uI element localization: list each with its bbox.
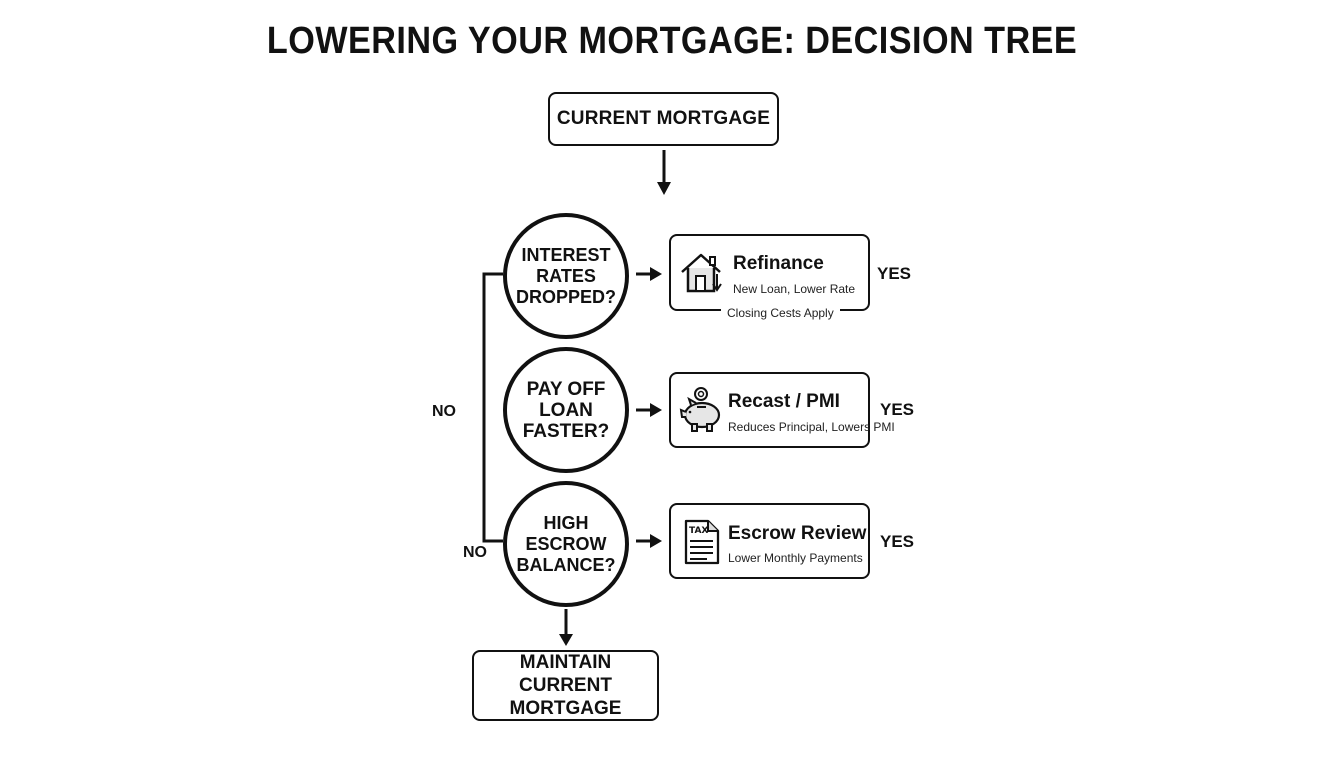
- action-escrow-review: TAX Escrow Review Lower Monthly Payments: [669, 503, 870, 579]
- action-subtitle: Lower Monthly Payments: [728, 551, 863, 565]
- start-node-current-mortgage: CURRENT MORTGAGE: [548, 92, 779, 146]
- tax-icon-text: TAX: [689, 526, 708, 536]
- arrowhead-start-down: [657, 182, 671, 195]
- piggy-bank-icon: [679, 387, 721, 432]
- action-title: Escrow Review: [728, 523, 867, 544]
- yes-label: YES: [880, 400, 915, 419]
- action-subtitle: New Loan, Lower Rate: [733, 282, 856, 296]
- action-recast-pmi: Recast / PMI Reduces Principal, Lowers P…: [669, 372, 895, 448]
- action-subtitle: Reduces Principal, Lowers PMI: [728, 420, 895, 434]
- action-title: Recast / PMI: [728, 391, 840, 412]
- arrowhead-q3-yes: [650, 534, 662, 548]
- action-note: Closing Cests Apply: [721, 306, 840, 320]
- no-label: NO: [432, 403, 456, 420]
- diagram-title: LOWERING YOUR MORTGAGE: DECISION TREE: [266, 20, 1078, 62]
- tax-document-icon: TAX: [684, 519, 720, 565]
- decision-high-escrow-balance: HIGH ESCROW BALANCE?: [503, 481, 629, 607]
- yes-label: YES: [877, 264, 912, 283]
- decision-text-line: BALANCE?: [516, 554, 616, 575]
- decision-interest-rates-dropped: INTEREST RATES DROPPED?: [503, 213, 629, 339]
- action-title: Refinance: [733, 253, 824, 274]
- arrowhead-q2-yes: [650, 403, 662, 417]
- decision-pay-off-loan-faster: PAY OFF LOAN FASTER?: [503, 347, 629, 473]
- yes-label: YES: [880, 532, 915, 551]
- decision-text-line: FASTER?: [522, 420, 610, 442]
- decision-text-line: HIGH: [543, 512, 589, 533]
- decision-text-line: INTEREST: [521, 244, 611, 265]
- no-label: NO: [463, 544, 487, 561]
- decision-text-line: PAY OFF LOAN: [526, 378, 606, 421]
- house-down-arrow-icon: [681, 253, 722, 293]
- arrowhead-to-end: [559, 634, 573, 646]
- arrowhead-q1-yes: [650, 267, 662, 281]
- end-node-maintain-current-mortgage: MAINTAIN CURRENT MORTGAGE: [472, 650, 659, 721]
- end-node-line: MAINTAIN: [519, 652, 612, 673]
- decision-text-line: ESCROW: [525, 533, 607, 554]
- decision-text-line: RATES: [536, 265, 596, 286]
- end-node-line: CURRENT MORTGAGE: [509, 675, 622, 719]
- decision-text-line: DROPPED?: [515, 286, 616, 307]
- no-branch-line: [482, 272, 503, 543]
- action-refinance: Refinance New Loan, Lower Rate Closing C…: [669, 234, 870, 320]
